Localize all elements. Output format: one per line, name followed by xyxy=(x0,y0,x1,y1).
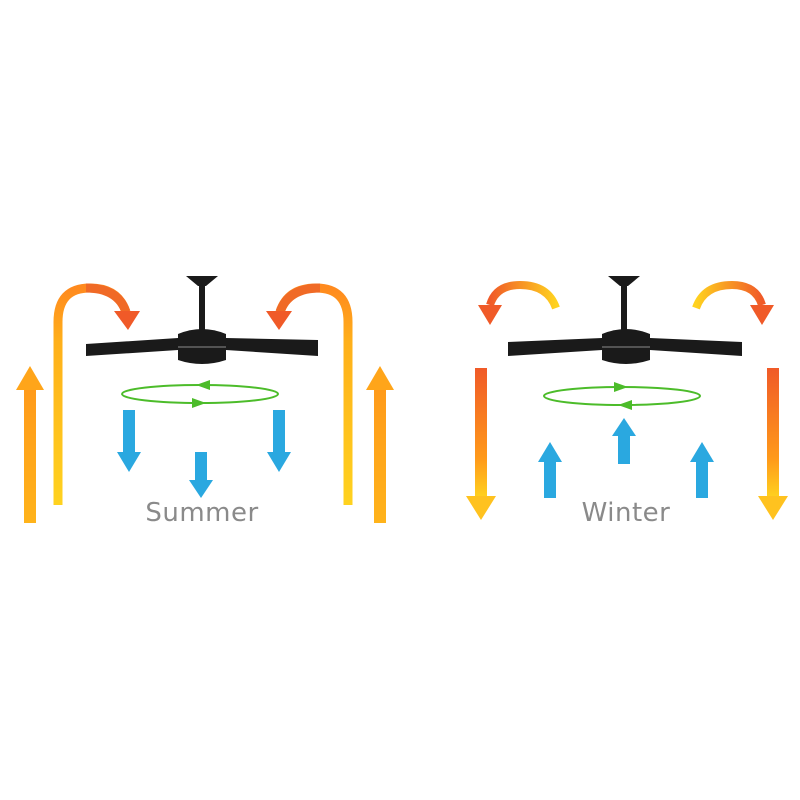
rotation-arrow-icon xyxy=(121,380,279,408)
winter-panel xyxy=(466,276,788,520)
curved-arrow-icon xyxy=(266,283,353,505)
curved-arrow-icon xyxy=(478,280,560,325)
arrow-up-icon xyxy=(690,442,714,498)
arrow-down-icon xyxy=(758,368,788,520)
curved-arrow-icon xyxy=(53,283,140,505)
ceiling-fan-icon xyxy=(86,276,318,364)
arrow-up-icon xyxy=(538,442,562,498)
arrow-down-icon xyxy=(117,410,141,472)
rotation-arrow-icon xyxy=(543,382,701,410)
ceiling-fan-icon xyxy=(508,276,742,364)
winter-label: Winter xyxy=(581,498,671,528)
arrow-up-icon xyxy=(16,366,44,523)
summer-panel xyxy=(16,276,394,523)
arrow-down-icon xyxy=(189,452,213,498)
arrow-down-icon xyxy=(267,410,291,472)
arrow-down-icon xyxy=(466,368,496,520)
arrow-up-icon xyxy=(366,366,394,523)
summer-label: Summer xyxy=(145,498,259,528)
curved-arrow-icon xyxy=(692,280,774,325)
arrow-up-icon xyxy=(612,418,636,464)
